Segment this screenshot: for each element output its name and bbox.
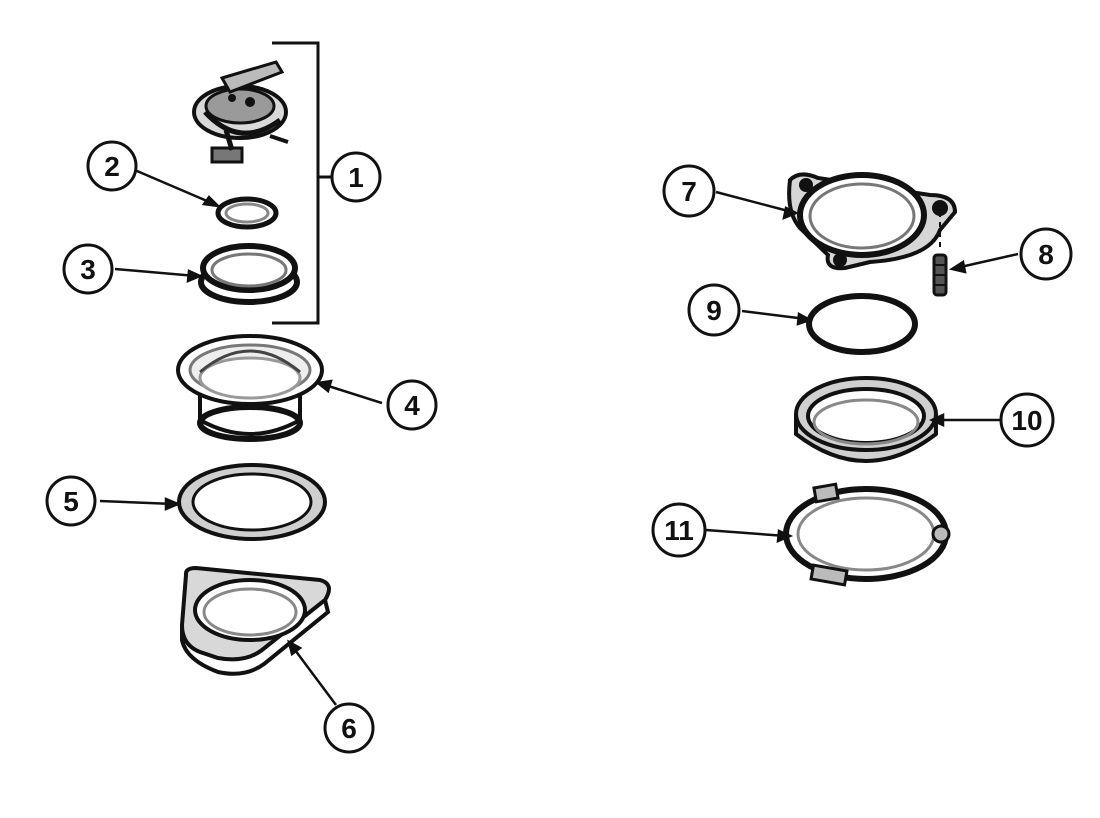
- callout-5: 5: [45, 475, 97, 527]
- part-4-sink-flange: [176, 334, 324, 442]
- leader-lines: [99, 166, 1019, 706]
- callout-7: 7: [662, 164, 716, 218]
- part-3-seal-ring: [198, 243, 300, 305]
- part-7-mounting-ring: [787, 172, 958, 271]
- assembly-bracket: [272, 41, 320, 325]
- callout-2: 2: [86, 140, 138, 192]
- callout-10: 10: [999, 392, 1055, 448]
- callout-3: 3: [62, 243, 114, 295]
- svg-text:5: 5: [63, 486, 79, 517]
- part-5-flat-gasket: [177, 463, 327, 541]
- part-1-control-assembly: [192, 60, 289, 164]
- svg-text:10: 10: [1011, 405, 1042, 436]
- part-6-backup-flange: [179, 565, 331, 676]
- svg-text:2: 2: [104, 151, 120, 182]
- svg-text:11: 11: [664, 515, 694, 546]
- part-9-o-ring: [806, 293, 918, 355]
- callout-8: 8: [1019, 227, 1073, 281]
- svg-text:7: 7: [681, 176, 697, 207]
- callout-4: 4: [386, 379, 438, 431]
- svg-text:4: 4: [404, 390, 420, 421]
- svg-text:6: 6: [341, 713, 357, 744]
- callout-11: 11: [651, 502, 707, 558]
- part-8-screw: [932, 212, 948, 297]
- callout-6: 6: [323, 702, 375, 754]
- part-11-retaining-ring: [783, 482, 951, 587]
- svg-text:8: 8: [1038, 239, 1054, 270]
- part-2-small-gasket: [215, 196, 279, 230]
- svg-text:9: 9: [706, 295, 722, 326]
- svg-text:1: 1: [348, 162, 364, 193]
- callout-1: 1: [330, 151, 382, 203]
- svg-text:3: 3: [80, 254, 96, 285]
- part-10-fiber-gasket: [794, 376, 938, 463]
- callout-9: 9: [687, 283, 741, 337]
